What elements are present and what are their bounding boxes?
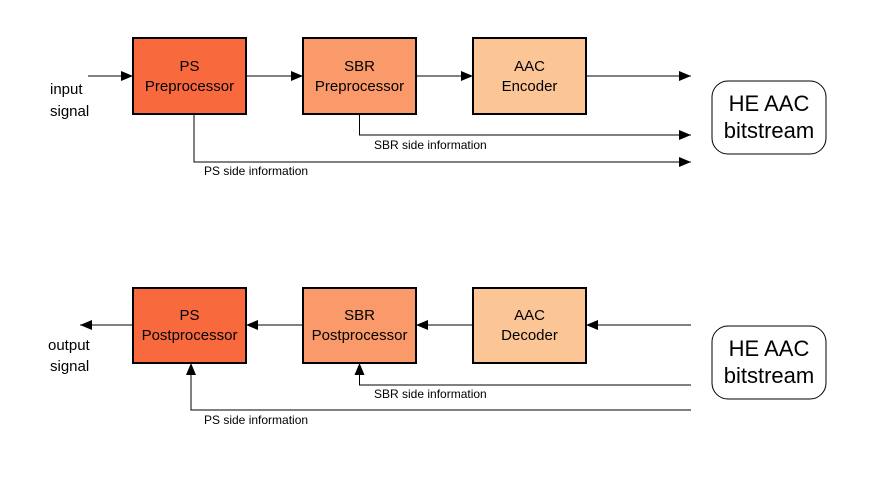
decoder-ps-side-info-label: PS side information	[204, 413, 308, 427]
aac-encoder-box	[472, 37, 587, 115]
sbr-postprocessor-box	[302, 287, 417, 364]
encoder-bitstream-node: HE AAC bitstream	[711, 80, 827, 155]
aac-decoder-block: AAC Decoder	[472, 287, 587, 364]
decoder-ps-side-info-arrow	[186, 363, 691, 411]
aac-encoder-label-line2: Encoder	[502, 78, 558, 95]
decoder-sbr-side-info-arrow	[354, 363, 691, 386]
aac-decoder-label-line1: AAC	[514, 307, 545, 324]
decoder-bitstream-label-line1: HE AAC	[729, 336, 810, 361]
sbr-preprocessor-box	[302, 37, 417, 115]
ps-postprocessor-label-line2: Postprocessor	[142, 327, 238, 344]
decoder-bitstream-node: HE AAC bitstream	[711, 325, 827, 400]
decoder-diagram: output signal PS Postprocessor SBR Postp…	[48, 287, 827, 427]
decoder-sbr-side-info-label: SBR side information	[374, 387, 487, 401]
decoder-bitstream-label-line2: bitstream	[724, 363, 814, 388]
output-label-line2: signal	[50, 358, 89, 375]
ps-postprocessor-label-line1: PS	[179, 307, 199, 324]
encoder-diagram: input signal PS Preprocessor SBR Preproc…	[50, 37, 827, 178]
ps-postprocessor-block: PS Postprocessor	[132, 287, 247, 364]
ps-preprocessor-block: PS Preprocessor	[132, 37, 247, 115]
encoder-bitstream-label-line2: bitstream	[724, 118, 814, 143]
aac-decoder-label-line2: Decoder	[501, 327, 558, 344]
sbr-preprocessor-label-line1: SBR	[344, 58, 375, 75]
output-label-line1: output	[48, 337, 91, 354]
sbr-postprocessor-label-line1: SBR	[344, 307, 375, 324]
sbr-side-info-arrow	[359, 114, 691, 140]
aac-encoder-label-line1: AAC	[514, 58, 545, 75]
aac-encoder-block: AAC Encoder	[472, 37, 587, 115]
sbr-preprocessor-label-line2: Preprocessor	[315, 78, 404, 95]
ps-preprocessor-box	[132, 37, 247, 115]
input-label-line1: input	[50, 81, 83, 98]
sbr-postprocessor-block: SBR Postprocessor	[302, 287, 417, 364]
ps-side-info-arrow	[193, 114, 691, 167]
ps-postprocessor-box	[132, 287, 247, 364]
decoder-bitstream-box	[711, 325, 827, 400]
ps-side-info-label: PS side information	[204, 164, 308, 178]
sbr-side-info-label: SBR side information	[374, 138, 487, 152]
ps-preprocessor-label-line1: PS	[179, 58, 199, 75]
sbr-preprocessor-block: SBR Preprocessor	[302, 37, 417, 115]
ps-preprocessor-label-line2: Preprocessor	[145, 78, 234, 95]
encoder-bitstream-label-line1: HE AAC	[729, 91, 810, 116]
input-label-line2: signal	[50, 103, 89, 120]
encoder-bitstream-box	[711, 80, 827, 155]
sbr-postprocessor-label-line2: Postprocessor	[312, 327, 408, 344]
aac-decoder-box	[472, 287, 587, 364]
